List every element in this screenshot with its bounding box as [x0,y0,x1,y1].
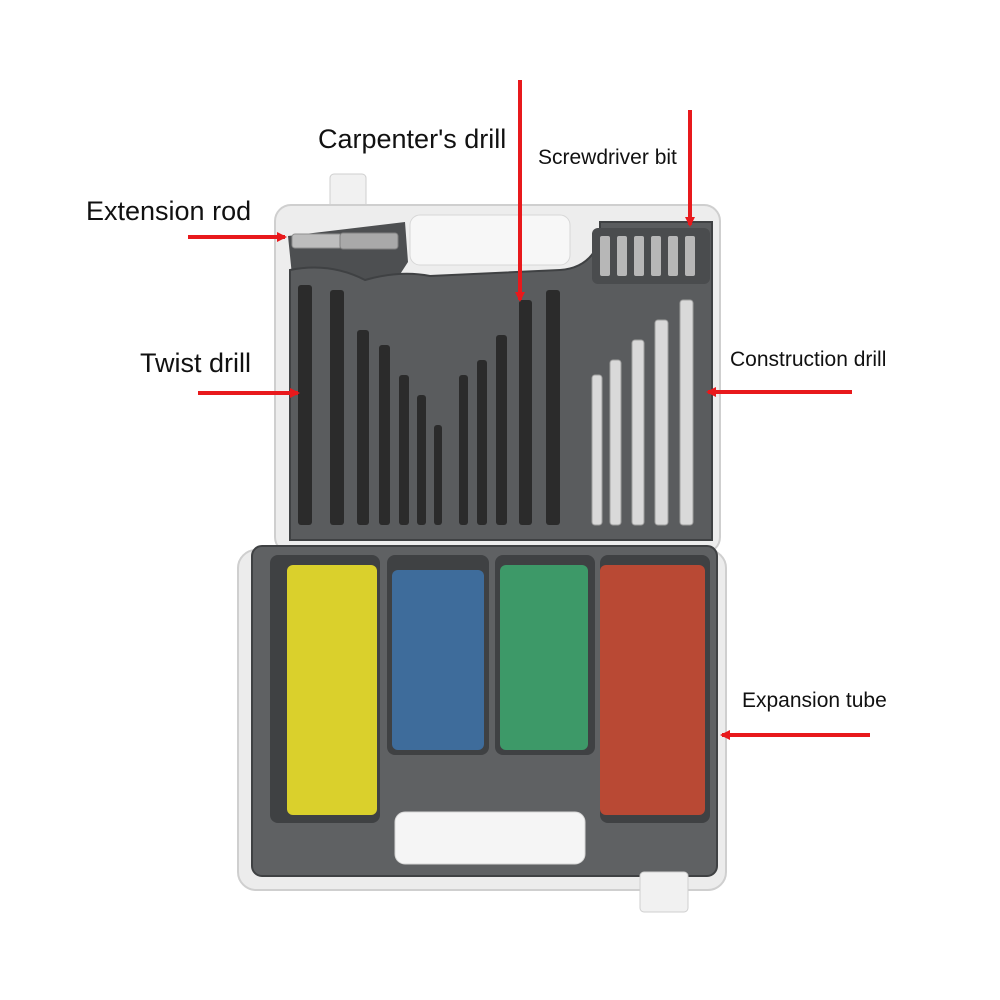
screwdriver-bits [600,236,695,276]
label-expansion-tube: Expansion tube [742,689,887,712]
construction-drills [591,299,694,526]
label-twist-drill: Twist drill [140,348,252,378]
callout-arrows [188,80,870,740]
expansion-tubes [270,555,710,823]
label-carpenters-drill: Carpenter's drill [318,124,507,154]
label-extension-rod: Extension rod [86,196,252,226]
extension-rod [291,232,399,250]
label-construction-drill: Construction drill [730,348,887,371]
label-screwdriver-bit: Screwdriver bit [538,146,677,169]
twist-drills [298,285,560,525]
